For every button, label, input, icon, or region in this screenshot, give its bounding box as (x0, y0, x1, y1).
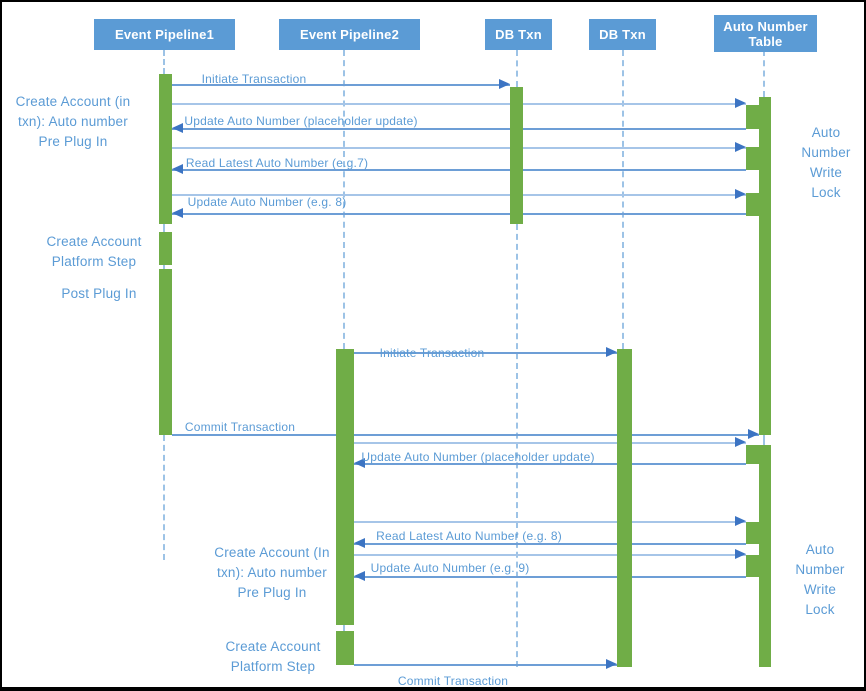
message-label: Initiate Transaction (201, 72, 307, 86)
message-label: Initiate Transaction (379, 346, 485, 360)
message-line (172, 103, 746, 105)
message-label: Update Auto Number (placeholder update) (361, 450, 595, 464)
message-line (354, 521, 746, 523)
message-arrowhead (499, 79, 510, 89)
message-line (354, 576, 746, 578)
activation-bar (746, 193, 759, 216)
ep2-pre-plugin-note: Create Account (In txn): Auto number Pre… (214, 545, 330, 600)
message-arrowhead (606, 659, 617, 669)
actor-auto-number-table: Auto Number Table (714, 15, 817, 52)
actor-db-txn-1: DB Txn (485, 19, 552, 50)
activation-bar (617, 349, 632, 667)
message-arrowhead (748, 429, 759, 439)
message-label: Commit Transaction (397, 674, 509, 688)
message-arrowhead (735, 189, 746, 199)
actor-db-txn-2: DB Txn (589, 19, 656, 50)
ep1-platform-step-note: Create Account Platform Step (46, 234, 142, 269)
message-arrowhead (735, 437, 746, 447)
activation-bar (746, 555, 759, 577)
message-label: Update Auto Number (placeholder update) (184, 114, 418, 128)
actor-event-pipeline-2: Event Pipeline2 (279, 19, 420, 50)
message-line (354, 463, 746, 465)
activation-bar (159, 269, 172, 435)
message-line (172, 194, 746, 196)
activation-bar (746, 105, 759, 129)
ep1-pre-plugin-note: Create Account (in txn): Auto number Pre… (15, 94, 131, 149)
activation-bar (746, 445, 759, 464)
message-line (172, 128, 746, 130)
message-label: Update Auto Number (e.g. 9) (370, 561, 530, 575)
message-line (354, 543, 746, 545)
message-arrowhead (354, 538, 365, 548)
write-lock-note-1: Auto Number Write Lock (801, 125, 851, 200)
write-lock-note-2: Auto Number Write Lock (795, 542, 845, 617)
activation-bar (759, 97, 771, 435)
activation-bar (336, 349, 354, 625)
activation-bar (746, 147, 759, 170)
actor-event-pipeline-1: Event Pipeline1 (94, 19, 235, 50)
lifeline (163, 435, 165, 560)
activation-bar (336, 631, 354, 665)
message-arrowhead (172, 164, 183, 174)
lifeline (516, 50, 518, 87)
activation-bar (159, 74, 172, 224)
message-arrowhead (735, 142, 746, 152)
message-label: Commit Transaction (184, 420, 296, 434)
lifeline (516, 224, 518, 667)
message-arrowhead (735, 549, 746, 559)
message-line (172, 84, 510, 86)
ep2-platform-step-note: Create Account Platform Step (225, 639, 321, 674)
message-line (172, 169, 746, 171)
message-arrowhead (354, 571, 365, 581)
message-line (354, 352, 617, 354)
message-arrowhead (735, 98, 746, 108)
lifeline (163, 50, 165, 74)
lifeline (763, 435, 765, 445)
activation-bar (759, 445, 771, 667)
lifeline (343, 625, 345, 631)
message-arrowhead (172, 208, 183, 218)
message-line (354, 664, 617, 666)
message-line (354, 554, 746, 556)
lifeline (343, 50, 345, 349)
message-line (172, 213, 746, 215)
lifeline (622, 50, 624, 349)
message-label: Update Auto Number (e.g. 8) (187, 195, 347, 209)
message-arrowhead (606, 347, 617, 357)
message-line (172, 147, 746, 149)
lifeline (763, 50, 765, 97)
activation-bar (746, 522, 759, 544)
lifeline (163, 224, 165, 232)
activation-bar (159, 232, 172, 265)
activation-bar (510, 87, 523, 224)
message-label: Read Latest Auto Number (e.g.7) (185, 156, 369, 170)
message-arrowhead (735, 516, 746, 526)
message-line (354, 442, 746, 444)
lifeline (163, 265, 165, 269)
message-line (172, 434, 759, 436)
message-arrowhead (172, 123, 183, 133)
message-arrowhead (354, 458, 365, 468)
message-label: Read Latest Auto Number (e.g. 8) (376, 529, 562, 543)
ep1-post-plugin-note: Post Plug In (61, 286, 137, 301)
